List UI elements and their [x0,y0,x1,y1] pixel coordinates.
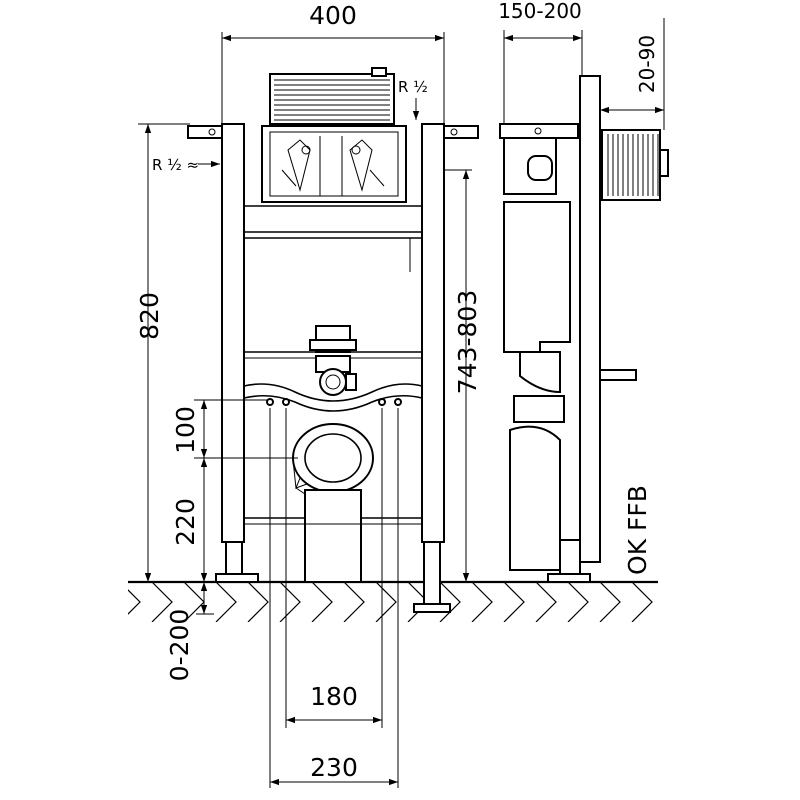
right-bracket [443,125,479,139]
side-drain [509,425,561,571]
right-leg [423,541,441,609]
bolt-hole [394,398,402,406]
right-foot [413,603,451,613]
text-labels: 400 150-200 20-90 820 743-803 100 220 0-… [135,0,659,782]
bolt-hole [378,398,386,406]
front-view [187,67,479,613]
dim-offset-upper-label: 100 [171,406,200,454]
curved-rail [243,383,423,402]
side-view [499,75,669,583]
dimension-lines [138,18,665,788]
dim-projection-label: 20-90 [635,35,659,93]
floor-hatching [128,582,653,622]
side-leg [559,539,581,577]
dim-adjust-label: 743-803 [453,290,482,394]
dim-bolt-spacing-label: 180 [310,682,358,711]
bolt-hole [282,398,290,406]
inspection-lid [269,67,395,125]
left-bracket [187,125,223,139]
side-pipe-connection [601,129,669,201]
dim-offset-lower-label: 220 [171,498,200,546]
bowl-connector [292,423,374,583]
left-leg [225,541,243,577]
floor [128,580,658,622]
dim-outer-spacing-label: 230 [310,753,358,782]
left-foot [215,573,259,583]
dim-width-label: 400 [309,1,357,30]
pipe-top-label: R ½ [398,78,428,96]
pipe-left-label: R ½ ≈ [152,156,199,174]
side-cistern [503,201,571,353]
floor-level-label: OK FFB [623,485,652,575]
cistern-box [261,125,407,203]
bolt-hole [266,398,274,406]
side-top-bracket [499,123,579,139]
drain-elbow [309,325,357,396]
side-mount-plate [579,75,601,563]
left-column [221,123,245,543]
right-column [421,123,445,543]
dim-height-label: 820 [135,292,164,340]
dim-depth-label: 150-200 [498,0,582,23]
dim-leg-label: 0-200 [165,609,194,682]
